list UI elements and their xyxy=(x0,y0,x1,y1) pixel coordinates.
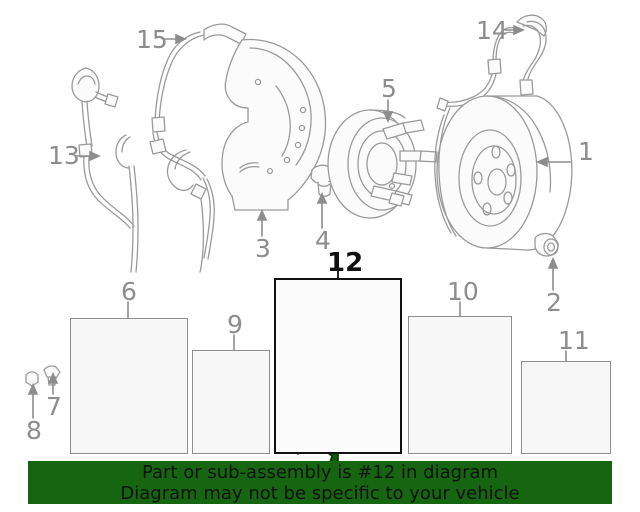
callout-label-10[interactable]: 10 xyxy=(447,277,479,306)
callout-label-3[interactable]: 3 xyxy=(255,234,271,263)
group-box-caliper[interactable] xyxy=(70,318,188,454)
callout-label-6[interactable]: 6 xyxy=(121,277,137,306)
callout-label-7[interactable]: 7 xyxy=(46,392,62,421)
callout-label-11[interactable]: 11 xyxy=(558,326,590,355)
group-box-brake-pads[interactable] xyxy=(274,278,402,454)
callout-label-8[interactable]: 8 xyxy=(26,416,42,445)
callout-label-9[interactable]: 9 xyxy=(227,310,243,339)
group-box-bracket[interactable] xyxy=(408,316,512,454)
callout-label-1[interactable]: 1 xyxy=(578,137,594,166)
callout-label-13[interactable]: 13 xyxy=(48,141,80,170)
notice-banner: Part or sub-assembly is #12 in diagram D… xyxy=(28,461,612,504)
callout-label-14[interactable]: 14 xyxy=(476,16,508,45)
callout-label-2[interactable]: 2 xyxy=(546,288,562,317)
notice-line-2: Diagram may not be specific to your vehi… xyxy=(120,482,520,504)
group-box-seal-kit[interactable] xyxy=(192,350,270,454)
callout-label-12[interactable]: 12 xyxy=(327,248,364,278)
notice-line-1: Part or sub-assembly is #12 in diagram xyxy=(141,461,499,483)
callout-label-4[interactable]: 4 xyxy=(315,226,331,255)
callout-label-15[interactable]: 15 xyxy=(136,25,168,54)
callout-label-5[interactable]: 5 xyxy=(381,74,397,103)
group-box-guide-pins[interactable] xyxy=(521,361,611,454)
